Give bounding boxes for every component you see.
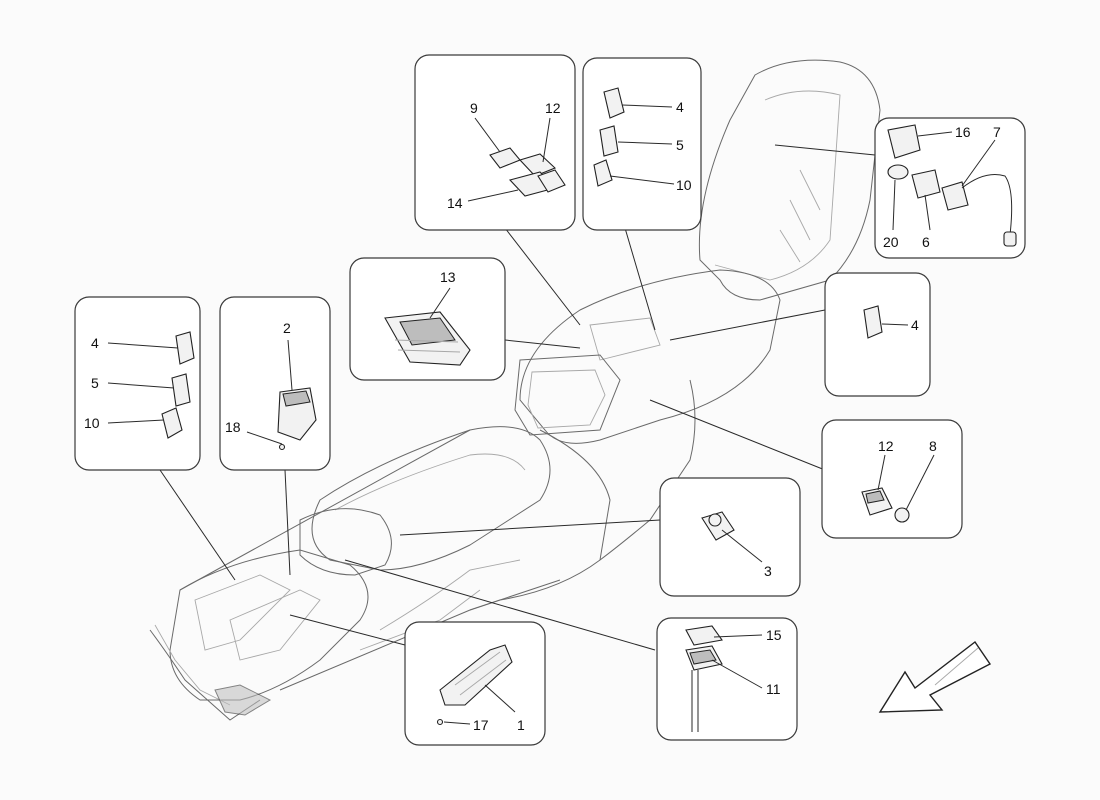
callout-label: 4 xyxy=(911,317,919,333)
callout-label: 4 xyxy=(676,99,684,115)
callout-label: 3 xyxy=(764,563,772,579)
callout-right-mid: 4 xyxy=(824,272,931,397)
callout-label: 10 xyxy=(84,415,100,431)
callout-left-2: 2 18 xyxy=(219,296,331,471)
callout-label: 5 xyxy=(91,375,99,391)
callout-label: 11 xyxy=(766,681,781,697)
callout-label: 7 xyxy=(993,124,1001,140)
callout-label: 12 xyxy=(545,100,561,116)
callout-label: 4 xyxy=(91,335,99,351)
callout-label: 8 xyxy=(929,438,937,454)
callout-label: 6 xyxy=(922,234,930,250)
callout-top-center: 9 12 14 xyxy=(414,54,576,231)
callout-label: 14 xyxy=(447,195,463,211)
callout-label: 20 xyxy=(883,234,899,250)
callout-label: 16 xyxy=(955,124,971,140)
callout-top-right: 16 7 20 6 xyxy=(874,117,1026,259)
callout-top-mid: 4 5 10 xyxy=(582,57,702,231)
callout-mid-left: 13 xyxy=(349,257,506,381)
callout-bottom-right: 15 11 xyxy=(656,617,798,741)
callout-label: 1 xyxy=(517,717,525,733)
callout-label: 5 xyxy=(676,137,684,153)
callout-far-left: 4 5 10 xyxy=(74,296,201,471)
callout-label: 2 xyxy=(283,320,291,336)
callout-label: 13 xyxy=(440,269,456,285)
callout-label: 15 xyxy=(766,627,782,643)
leader-lines xyxy=(159,144,876,651)
callout-right-lower: 12 8 xyxy=(821,419,963,539)
callout-bottom-center: 1 17 xyxy=(404,621,546,746)
callout-label: 12 xyxy=(878,438,894,454)
callout-label: 10 xyxy=(676,177,692,193)
callout-label: 18 xyxy=(225,419,241,435)
callout-label: 9 xyxy=(470,100,478,116)
callout-label: 17 xyxy=(473,717,489,733)
center-console-drawing xyxy=(149,59,881,721)
callout-center-right: 3 xyxy=(659,477,801,597)
front-direction-arrow-icon xyxy=(878,640,992,713)
